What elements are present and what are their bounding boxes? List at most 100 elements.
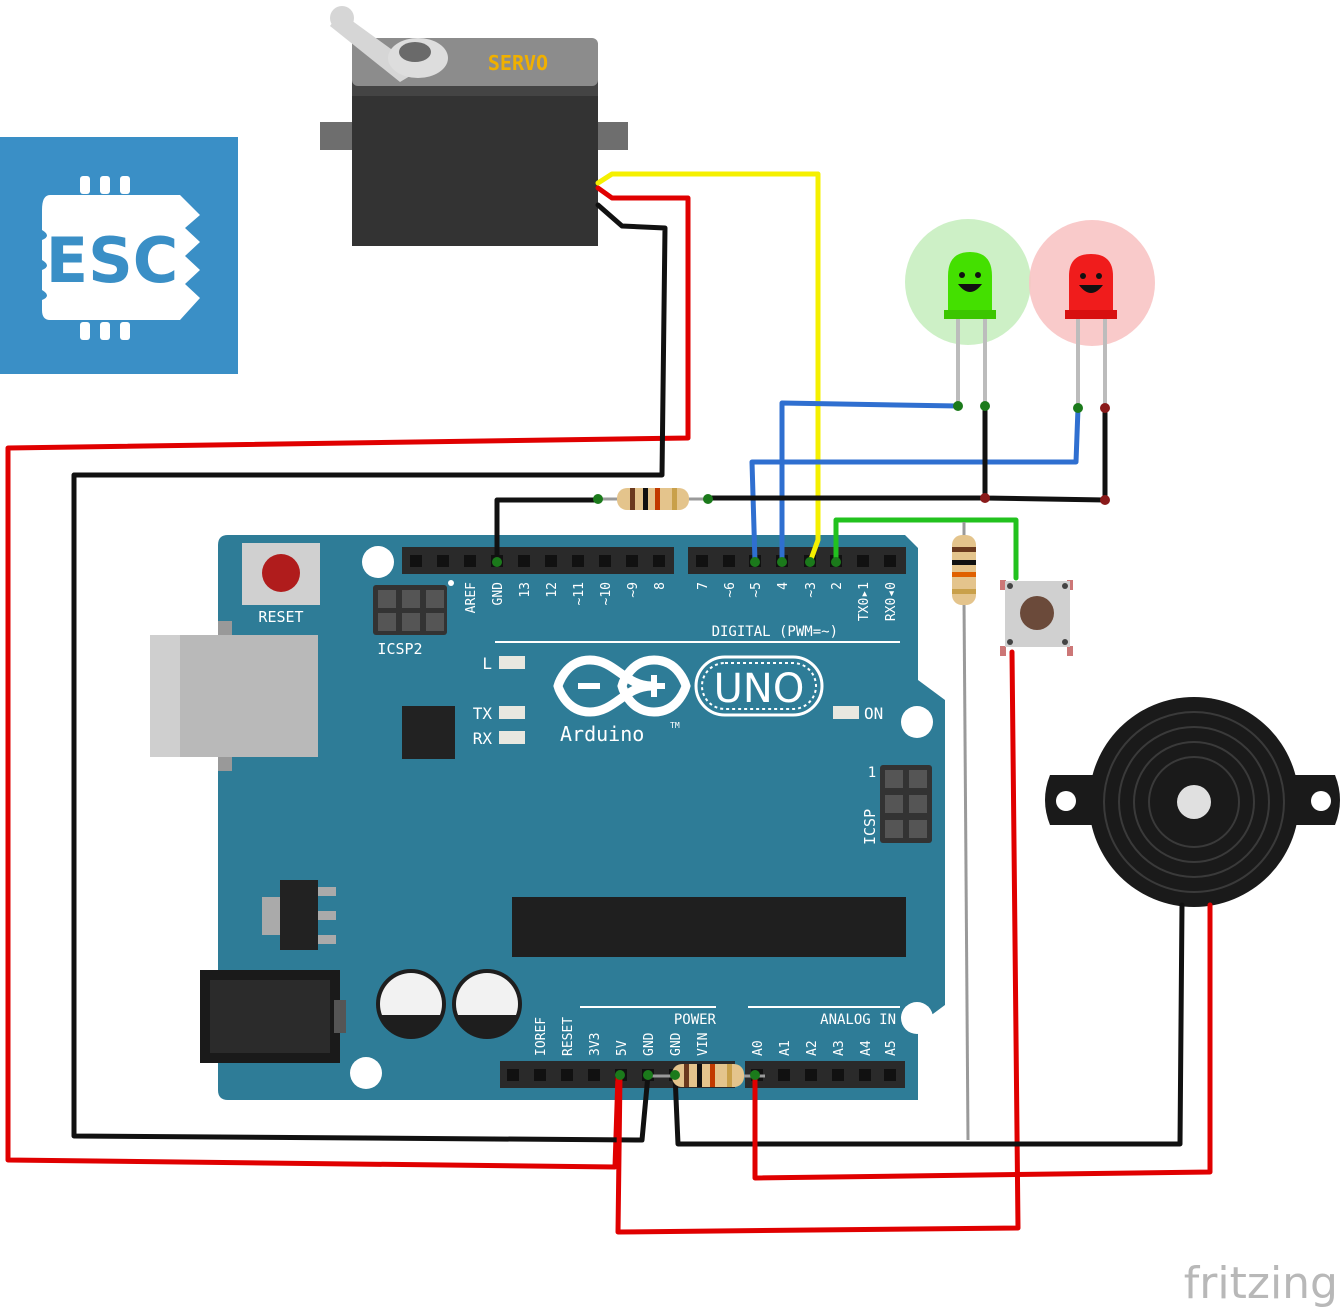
- resistor-buzzer: [650, 1064, 765, 1087]
- servo-label: SERVO: [488, 51, 548, 75]
- pin-label: TX0▸1: [857, 582, 872, 621]
- pin-label: VIN: [696, 1033, 711, 1056]
- model-label: UNO: [714, 666, 805, 712]
- header-pin[interactable]: [696, 555, 708, 567]
- header-pin[interactable]: [653, 555, 665, 567]
- header-pin[interactable]: [599, 555, 611, 567]
- pin-label: ~9: [626, 582, 641, 598]
- pin-label: A3: [832, 1040, 847, 1056]
- header-pin[interactable]: [437, 555, 449, 567]
- header-pin[interactable]: [832, 1069, 844, 1081]
- pin-label: GND: [642, 1032, 657, 1056]
- header-pin[interactable]: [857, 555, 869, 567]
- pin-label: AREF: [464, 582, 479, 613]
- pin-label: 13: [518, 582, 533, 598]
- trademark-label: TM: [670, 721, 680, 730]
- header-pin[interactable]: [805, 1069, 817, 1081]
- header-pin[interactable]: [507, 1069, 519, 1081]
- power-jack: [200, 970, 346, 1063]
- usb-chip: [402, 706, 455, 759]
- pin-label: ~3: [804, 582, 819, 598]
- pin-label: ~11: [572, 582, 587, 605]
- voltage-regulator: [262, 880, 336, 950]
- pin-label: GND: [491, 582, 506, 606]
- pin-label: ~10: [599, 582, 614, 605]
- icsp2-label: ICSP2: [377, 640, 422, 658]
- header-pin[interactable]: [561, 1069, 573, 1081]
- icsp-header: [880, 765, 932, 843]
- header-pin[interactable]: [588, 1069, 600, 1081]
- analog-header: [745, 1061, 905, 1088]
- pin-label: 4: [776, 582, 791, 590]
- led-l-label: L: [482, 654, 492, 673]
- pin-label: IOREF: [534, 1017, 549, 1056]
- led-rx: [499, 731, 525, 744]
- arduino-logo-icon: [553, 655, 691, 717]
- led-on-label: ON: [864, 704, 883, 723]
- led-tx: [499, 706, 525, 719]
- capacitor: [376, 969, 446, 1039]
- red-led: [1029, 220, 1155, 408]
- wire-joints-red: [980, 403, 1110, 505]
- reset-label: RESET: [258, 608, 303, 626]
- mounting-hole: [901, 706, 933, 738]
- power-label: POWER: [674, 1012, 717, 1028]
- pin-label: 12: [545, 582, 560, 598]
- pin-label: A5: [884, 1040, 899, 1056]
- pin-label: ~5: [749, 582, 764, 598]
- icsp2-header: [373, 580, 454, 635]
- header-pin[interactable]: [572, 555, 584, 567]
- icsp-pin1-label: 1: [868, 765, 876, 781]
- mounting-hole: [350, 1057, 382, 1089]
- header-pin[interactable]: [884, 1069, 896, 1081]
- servo-motor: SERVO: [320, 6, 628, 246]
- pin-label: A0: [751, 1040, 766, 1056]
- brand-label: Arduino: [560, 722, 644, 746]
- pin-label: 3V3: [588, 1033, 603, 1056]
- led-rx-label: RX: [473, 729, 493, 748]
- pin-label: ~6: [723, 582, 738, 598]
- analog-label: ANALOG IN: [820, 1012, 896, 1028]
- led-tx-label: TX: [473, 704, 493, 723]
- resistor-button: [952, 535, 976, 605]
- resistor-led: [598, 488, 708, 510]
- pin-label: RESET: [561, 1017, 576, 1056]
- green-led: [905, 219, 1031, 405]
- pin-label: 2: [830, 582, 845, 590]
- digital-pin-labels: AREF GND 13 12 ~11 ~10 ~9 8 7 ~6 ~5 4 ~3 2 TX0▸1 RX0◂0: [464, 582, 899, 621]
- fritzing-watermark: fritzing: [1184, 1258, 1338, 1309]
- digital-header-high: [688, 547, 906, 574]
- pin-label: 7: [696, 582, 711, 590]
- piezo-buzzer: [1045, 697, 1340, 907]
- esc-logo-text: ESC: [46, 224, 179, 297]
- header-pin[interactable]: [464, 555, 476, 567]
- header-pin[interactable]: [518, 555, 530, 567]
- power-header: [500, 1061, 650, 1088]
- wire-joints: [492, 401, 1083, 1080]
- pin-label: 5V: [615, 1040, 630, 1056]
- header-pin[interactable]: [778, 1069, 790, 1081]
- header-pin[interactable]: [859, 1069, 871, 1081]
- wires: [5, 171, 1213, 1235]
- pin-label: A1: [778, 1040, 793, 1056]
- capacitor: [452, 969, 522, 1039]
- pin-label: GND: [669, 1032, 684, 1056]
- pin-label: RX0◂0: [884, 582, 899, 621]
- mounting-hole: [362, 546, 394, 578]
- header-pin[interactable]: [626, 555, 638, 567]
- pin-label: 8: [653, 582, 668, 590]
- header-pin[interactable]: [884, 555, 896, 567]
- mounting-hole: [901, 1002, 933, 1034]
- header-pin[interactable]: [410, 555, 422, 567]
- led-on: [833, 706, 859, 719]
- esc-logo: ESC: [0, 137, 238, 374]
- led-l: [499, 656, 525, 669]
- header-pin[interactable]: [534, 1069, 546, 1081]
- header-pin[interactable]: [545, 555, 557, 567]
- header-pin[interactable]: [723, 555, 735, 567]
- arduino-uno-board: RESET ICSP2 L TX RX ON: [150, 535, 945, 1100]
- atmega-chip: [512, 897, 906, 957]
- push-button[interactable]: [1000, 580, 1073, 656]
- pin-label: A2: [805, 1040, 820, 1056]
